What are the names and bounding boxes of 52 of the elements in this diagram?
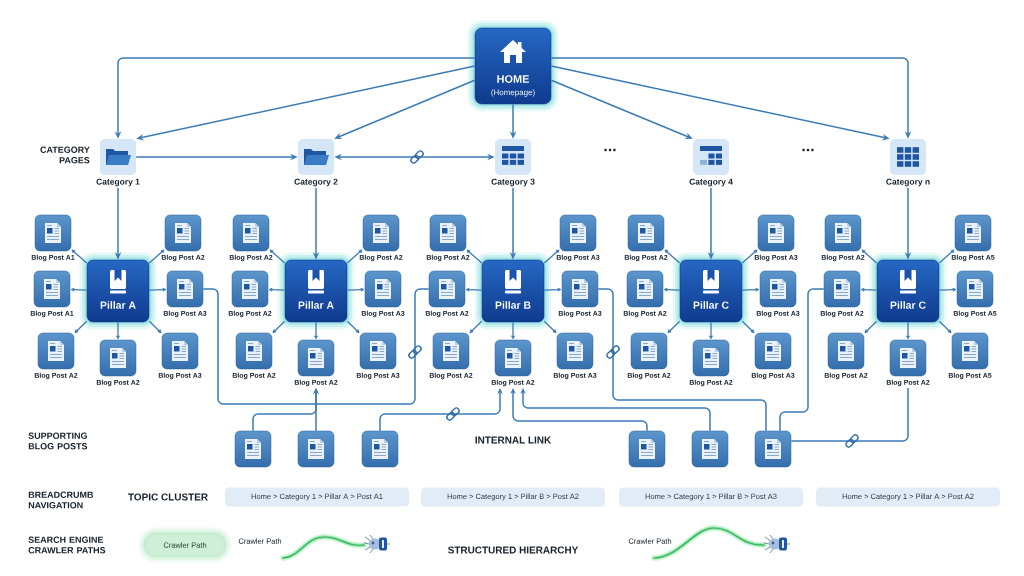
arrow — [465, 287, 483, 292]
arrow — [511, 321, 515, 340]
connector-line — [779, 288, 825, 432]
arrow — [70, 287, 88, 292]
arrow — [148, 249, 165, 264]
arrow — [314, 321, 318, 340]
arrow — [860, 287, 878, 292]
arrow — [466, 249, 483, 264]
arrow — [148, 287, 167, 292]
arrow — [667, 320, 681, 334]
ellipsis: ... — [802, 148, 814, 152]
connector-line — [790, 387, 909, 442]
row-heading: SEARCH ENGINE CRAWLER PATHS — [28, 536, 106, 554]
arrow — [741, 249, 758, 264]
connector-line — [597, 288, 767, 432]
pillar-box: Pillar C — [869, 252, 947, 330]
arrow — [268, 287, 286, 292]
arrow — [861, 249, 878, 264]
arrow — [543, 320, 557, 334]
arrow — [74, 320, 88, 334]
row-heading: CATEGORY PAGES — [40, 146, 90, 164]
arrow — [71, 249, 88, 264]
arrow — [272, 320, 286, 334]
arrow — [346, 320, 360, 334]
arrow — [148, 320, 162, 334]
arrow — [346, 249, 363, 264]
ellipsis: ... — [604, 148, 616, 152]
arrow — [663, 287, 681, 292]
arrow — [938, 249, 955, 264]
arrow — [543, 249, 560, 264]
arrow — [906, 321, 910, 340]
arrow — [346, 287, 365, 292]
arrow — [741, 320, 755, 334]
heading: TOPIC CLUSTER — [128, 493, 208, 501]
arrow — [864, 320, 878, 334]
row-heading: SUPPORTING BLOG POSTS — [28, 432, 88, 450]
arrow — [938, 320, 952, 334]
heading: STRUCTURED HIERARCHY — [447, 546, 579, 554]
arrow — [116, 321, 120, 340]
arrow — [543, 287, 562, 292]
arrow — [269, 249, 286, 264]
pillar-box: Pillar A — [277, 252, 355, 330]
arrow — [709, 321, 713, 340]
arrow — [741, 287, 760, 292]
arrow — [938, 287, 957, 292]
arrow — [664, 249, 681, 264]
pillar-box: Pillar B — [474, 252, 552, 330]
arrow — [469, 320, 483, 334]
row-heading: BREADCRUMB NAVIGATION — [28, 491, 94, 509]
pillar-box: Pillar C — [672, 252, 750, 330]
heading: INTERNAL LINK — [475, 436, 552, 444]
pillar-box: Pillar A — [79, 252, 157, 330]
